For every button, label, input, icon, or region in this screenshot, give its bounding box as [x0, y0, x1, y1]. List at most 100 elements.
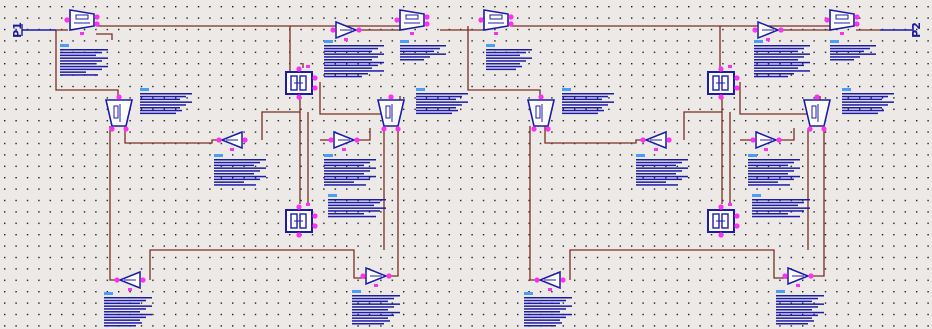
pin-terminal — [328, 137, 334, 143]
parameter-line — [324, 70, 384, 72]
wilkinson-divider-right-a[interactable] — [526, 94, 556, 132]
pin-terminal — [64, 17, 70, 23]
amplifier-triangle-left-mid-l[interactable] — [216, 130, 248, 151]
parameter-line — [400, 50, 434, 53]
divider-body — [69, 9, 95, 31]
parameter-line — [324, 175, 376, 178]
horizontal-divider-left-input[interactable] — [64, 9, 100, 35]
pin-terminal — [534, 277, 540, 283]
amplifier-triangle-right-bot-r[interactable] — [782, 266, 814, 287]
parameter-line — [214, 184, 256, 186]
parameter-line — [416, 98, 456, 101]
parameter-line — [830, 53, 876, 55]
pin-terminal — [312, 85, 318, 91]
parameter-line — [636, 184, 678, 186]
parameter-block — [328, 194, 386, 218]
parameter-line — [416, 95, 462, 98]
pin-terminal — [718, 232, 724, 238]
amplifier-triangle-right-bot-l[interactable] — [534, 270, 566, 291]
parameter-line — [776, 306, 818, 308]
wilkinson-divider-left-b[interactable] — [376, 94, 406, 132]
parameter-line — [104, 305, 152, 307]
parameter-line — [524, 325, 556, 327]
amplifier-triangle-left-bot-l[interactable] — [114, 270, 146, 291]
pin-terminal — [94, 21, 100, 27]
parameter-line — [486, 63, 520, 65]
horizontal-divider-left-output[interactable] — [394, 9, 430, 35]
amplifier-triangle-right-mid-r[interactable] — [750, 130, 782, 151]
wire — [55, 30, 119, 97]
ground-pin — [344, 38, 348, 41]
pin-terminal — [424, 21, 430, 27]
ports[interactable]: P1 P2 — [11, 22, 923, 38]
divider-resistor — [835, 14, 849, 20]
parameter-line — [104, 297, 152, 299]
parameter-line — [140, 107, 180, 109]
parameter-line — [748, 181, 778, 183]
parameter-line — [636, 161, 682, 164]
pin-terminal — [778, 27, 784, 33]
parameter-block — [636, 154, 688, 186]
ground-pin — [306, 65, 310, 68]
hybrid-coupler-right-a[interactable] — [707, 65, 740, 100]
amplifier-triangle-left-bot-r[interactable] — [360, 266, 392, 287]
ground-pin — [764, 148, 768, 151]
parameter-line — [524, 322, 562, 324]
ground-pin — [728, 203, 732, 206]
parameter-line — [562, 104, 608, 106]
horizontal-divider-right-input[interactable] — [478, 9, 514, 35]
parameter-block — [324, 154, 376, 186]
parameter-line — [60, 51, 102, 54]
port-left[interactable]: P1 — [11, 22, 56, 38]
parameter-line — [104, 302, 140, 305]
wire — [683, 98, 723, 140]
amplifier-triangle-right-mid-l[interactable] — [640, 130, 672, 151]
wilkinson-divider-right-b[interactable] — [802, 94, 832, 132]
wire — [467, 26, 541, 97]
amplifier-triangle-left-top[interactable] — [330, 20, 362, 41]
parameter-line — [140, 95, 186, 98]
hybrid-coupler-left-a[interactable] — [285, 65, 318, 100]
pin-terminal — [508, 21, 514, 27]
parameter-line — [842, 95, 888, 98]
pin-terminal — [734, 223, 740, 229]
ground-pin — [128, 288, 132, 291]
parameter-line — [140, 109, 182, 112]
pin-terminal — [560, 277, 566, 283]
parameter-line — [352, 311, 400, 314]
pin-terminal — [776, 137, 782, 143]
parameter-line — [60, 54, 96, 57]
pin-terminal — [296, 204, 302, 210]
parameter-line — [754, 70, 810, 72]
horizontal-divider-right-output[interactable] — [824, 9, 860, 35]
hybrid-coupler-left-b[interactable] — [285, 203, 318, 238]
wilkinson-divider-left-a[interactable] — [104, 94, 134, 132]
parameter-line — [748, 159, 800, 161]
parameter-line — [324, 47, 378, 50]
parameter-line — [752, 213, 788, 215]
amplifier-triangle-left-mid-r[interactable] — [328, 130, 360, 151]
ground-pin — [766, 38, 770, 41]
parameter-line — [214, 159, 266, 161]
port-right[interactable]: P2 — [880, 22, 923, 38]
ground-pin — [410, 32, 414, 35]
parameter-tag — [328, 194, 337, 197]
hybrid-coupler-right-b[interactable] — [707, 203, 740, 238]
pin-terminal — [824, 17, 830, 23]
pin-terminal — [640, 137, 646, 143]
parameter-line — [324, 164, 364, 167]
parameter-line — [754, 56, 804, 58]
parameter-tag — [416, 88, 425, 91]
parameter-line — [214, 175, 266, 178]
parameter-line — [324, 59, 372, 61]
components[interactable] — [60, 9, 894, 327]
parameter-block — [830, 40, 876, 61]
parameter-block — [752, 194, 810, 218]
parameter-line — [776, 311, 824, 314]
parameter-line — [524, 305, 572, 307]
parameter-tag — [400, 40, 409, 43]
ground-pin — [548, 288, 552, 291]
amplifier-triangle-right-top[interactable] — [752, 20, 784, 41]
parameter-block — [352, 290, 400, 325]
parameter-line — [524, 297, 572, 299]
